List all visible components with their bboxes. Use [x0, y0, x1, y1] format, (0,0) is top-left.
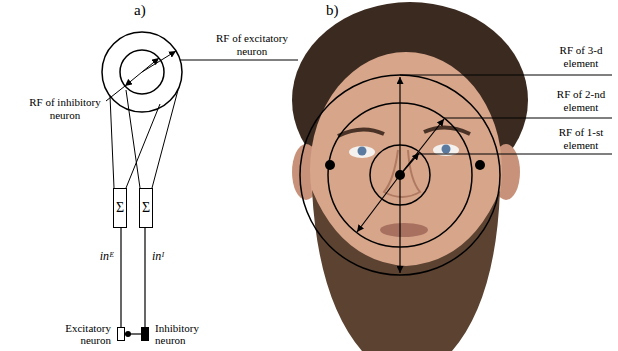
neuron-label: Excitatory neuron — [47, 322, 111, 346]
rf-outer-circle — [102, 32, 182, 112]
rf-label: RF of inhibitory neuron — [26, 96, 104, 122]
leader-line — [400, 75, 612, 76]
panel-label: a) — [134, 2, 158, 19]
projection-line — [126, 90, 140, 188]
signal-name: inᴱ — [88, 250, 114, 263]
element-dot — [395, 170, 405, 180]
signal-line — [144, 228, 145, 327]
leader-line — [417, 154, 612, 155]
neuron-label: Inhibitory neuron — [155, 322, 219, 346]
summator-box: Σ — [113, 188, 127, 228]
rf-label: RF of 1-st element — [549, 126, 613, 152]
inhibitory-neuron: Inhibitory neuron — [141, 327, 149, 341]
excitatory-neuron: Excitatory neuron — [117, 327, 125, 341]
rf-label: RF of 3-d element — [549, 44, 613, 70]
radius-arrow — [400, 119, 444, 175]
element-dot — [325, 160, 335, 170]
leader-line — [444, 118, 612, 119]
summation-sign: Σ — [116, 201, 124, 215]
leader-line — [180, 60, 298, 61]
projection-line — [152, 90, 178, 188]
projection-line — [110, 96, 114, 188]
radius-arrow — [142, 51, 176, 72]
rf-circle-3 — [300, 75, 500, 275]
iris — [358, 147, 367, 156]
eyebrow — [338, 129, 384, 136]
element-dot — [475, 160, 485, 170]
signal-name: inᴵ — [152, 250, 178, 263]
rf-label: RF of excitatory neuron — [200, 32, 304, 58]
summation-sign: Σ — [142, 201, 150, 215]
rf-label: RF of 2-nd element — [549, 88, 613, 114]
iris — [442, 145, 451, 154]
signal-line — [120, 228, 121, 327]
summator-box: Σ — [139, 188, 153, 228]
inhibitory-connection — [125, 333, 141, 334]
radius-arrow — [357, 175, 400, 232]
eye — [349, 146, 375, 158]
mouth — [380, 223, 428, 237]
eyebrow — [424, 127, 470, 134]
leader-line — [106, 86, 125, 101]
panel-label: b) — [326, 2, 350, 19]
